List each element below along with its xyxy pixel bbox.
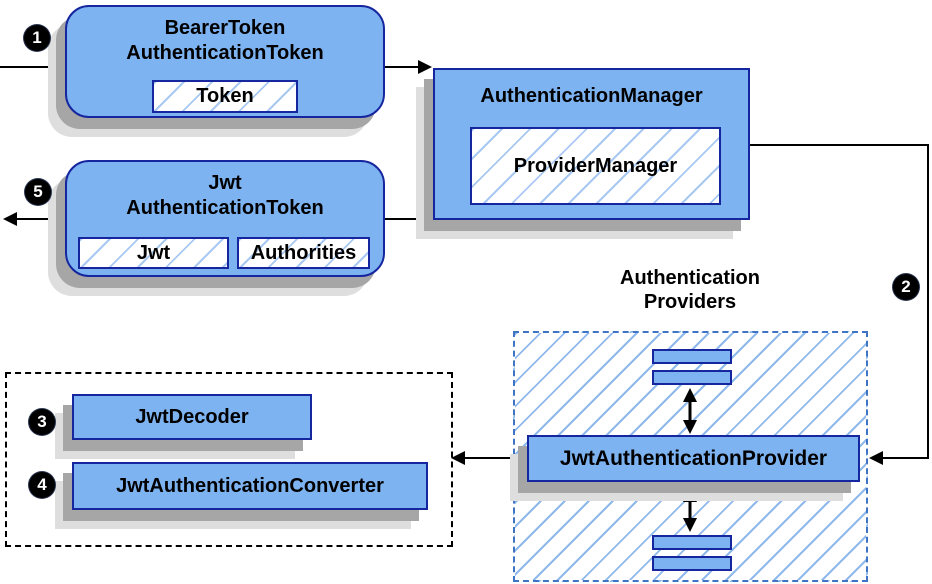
step-circle-3: 3 bbox=[29, 409, 55, 435]
jwt-subbox: Jwt bbox=[78, 237, 229, 269]
providers-label-line1: Authentication bbox=[620, 267, 760, 289]
arrowhead-left-icon bbox=[869, 451, 883, 465]
step-circle-1: 1 bbox=[24, 25, 50, 51]
jwt-authentication-provider-box: JwtAuthenticationProvider bbox=[527, 435, 860, 482]
arrowhead-left-icon bbox=[451, 451, 465, 465]
arrowhead-right-icon bbox=[418, 60, 432, 74]
manager-to-provider-route bbox=[750, 144, 929, 459]
box-title-line1: Jwt bbox=[208, 172, 242, 194]
jwt-authentication-token-box: Jwt AuthenticationToken Jwt Authorities bbox=[65, 160, 385, 277]
jwt-decoder-converter-group bbox=[5, 372, 453, 547]
box-title: BearerToken AuthenticationToken bbox=[67, 7, 383, 66]
provider-bar bbox=[652, 370, 732, 385]
step-number: 3 bbox=[37, 412, 47, 431]
providers-label-line2: Providers bbox=[643, 291, 737, 313]
box-title-line2: AuthenticationToken bbox=[126, 42, 324, 64]
bearer-token-authentication-token-box: BearerToken AuthenticationToken Token bbox=[65, 5, 385, 118]
authorities-label: Authorities bbox=[250, 241, 357, 264]
arrowhead-up-icon bbox=[683, 388, 697, 402]
step-circle-2: 2 bbox=[893, 274, 919, 300]
jwt-decoder-box: JwtDecoder bbox=[72, 394, 312, 440]
authentication-providers-label: Authentication Providers bbox=[570, 266, 810, 314]
token-subbox: Token bbox=[152, 80, 298, 113]
step-number: 1 bbox=[32, 28, 42, 47]
provider-bar bbox=[652, 556, 732, 571]
step-number: 5 bbox=[33, 182, 43, 201]
step-circle-5: 5 bbox=[25, 179, 51, 205]
jwt-authentication-converter-label: JwtAuthenticationConverter bbox=[116, 474, 384, 497]
provider-bar bbox=[652, 535, 732, 550]
box-title: AuthenticationManager bbox=[480, 85, 703, 107]
authorities-subbox: Authorities bbox=[237, 237, 370, 269]
jwt-decoder-label: JwtDecoder bbox=[135, 405, 249, 428]
jwt-authentication-provider-label: JwtAuthenticationProvider bbox=[559, 446, 828, 470]
token-label: Token bbox=[196, 85, 254, 107]
provider-manager-subbox: ProviderManager bbox=[470, 127, 721, 205]
arrowhead-down-icon bbox=[683, 420, 697, 434]
box-title-line1: BearerToken bbox=[164, 17, 286, 39]
provider-bar bbox=[652, 349, 732, 364]
arrowhead-down-icon bbox=[683, 518, 697, 532]
box-title-line2: AuthenticationToken bbox=[126, 197, 324, 219]
jwt-authentication-converter-box: JwtAuthenticationConverter bbox=[72, 462, 428, 510]
step-number: 2 bbox=[901, 277, 911, 296]
box-title: Jwt AuthenticationToken bbox=[67, 162, 383, 221]
arrowhead-up-icon bbox=[683, 488, 697, 502]
arrowhead-left-icon bbox=[3, 212, 17, 226]
step-number: 4 bbox=[37, 475, 47, 494]
jwt-label: Jwt bbox=[136, 241, 171, 264]
provider-manager-label: ProviderManager bbox=[513, 154, 678, 177]
step-circle-4: 4 bbox=[29, 472, 55, 498]
authentication-manager-box: AuthenticationManager ProviderManager bbox=[433, 68, 750, 220]
